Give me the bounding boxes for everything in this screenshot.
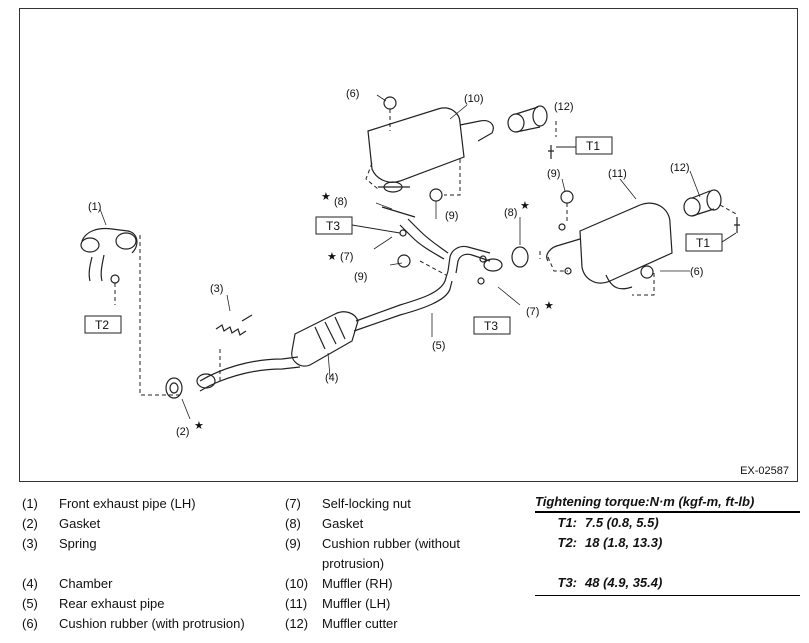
legend-item: (1)Front exhaust pipe (LH) [22,496,196,511]
legend-item: (6)Cushion rubber (with protrusion) [22,616,245,631]
label-p6b: (6) [690,266,703,278]
label-p8a: (8) [334,196,347,208]
legend-item: (12)Muffler cutter [285,616,398,631]
torque-title: Tightening torque:N·m (kgf-m, ft-lb) [535,494,800,513]
torque-box-t2: T2 [84,315,122,334]
label-p5: (5) [432,340,445,352]
legend-item: (5)Rear exhaust pipe [22,596,165,611]
gasket-2 [165,377,183,399]
muffler-lh [579,202,673,284]
label-p3: (3) [210,283,223,295]
legend-item: (4)Chamber [22,576,113,591]
gasket-8b [511,246,529,268]
torque-box-t3a: T3 [315,216,353,235]
cushion-rubber-6a [383,96,397,110]
label-p9c: (9) [547,168,560,180]
muffler-cutter-upper [507,113,525,133]
cushion-rubber-9b [397,254,411,268]
self-locking-nut-a [399,229,407,237]
reference-code: EX-02587 [740,465,789,477]
legend-item: (10)Muffler (RH) [285,576,393,591]
legend-item: (9)Cushion rubber (without protrusion) [285,536,461,571]
label-p1: (1) [88,201,101,213]
svg-text:T1: T1 [696,236,710,250]
rear-exhaust-pipe [447,245,491,272]
legend-item: (2)Gasket [22,516,101,531]
torque-box-t1b: T1 [685,233,723,252]
self-locking-nut-b [477,277,485,285]
center-pipe [199,356,299,382]
svg-text:T3: T3 [484,319,498,333]
label-p4: (4) [325,372,338,384]
label-p9a: (9) [445,210,458,222]
label-p12a: (12) [554,101,574,113]
label-p7b: (7) [526,306,539,318]
cushion-rubber-6b [640,265,654,279]
exhaust-diagram: (1) (2) ★ (3) (4) (5) (6) (6) ★ (7) (7) … [19,8,798,482]
svg-text:T1: T1 [586,139,600,153]
label-p6a: (6) [346,88,359,100]
cushion-rubber-9c [560,190,574,204]
gasket-8a [381,206,416,218]
torque-row: T2:18 (1.8, 13.3) [557,535,663,550]
torque-row: T1:7.5 (0.8, 5.5) [557,515,659,530]
front-exhaust-pipe [80,227,138,284]
legend-column-a: (1)Front exhaust pipe (LH) (2)Gasket (3)… [22,494,272,634]
label-p7a: (7) [340,251,353,263]
label-p10: (10) [464,93,484,105]
label-p9b: (9) [354,271,367,283]
muffler-cutter-lower [683,197,701,217]
star-p2: ★ [194,420,204,432]
torque-divider [535,595,800,596]
legend-item: (7)Self-locking nut [285,496,411,511]
star-p7b: ★ [544,300,554,312]
label-p2: (2) [176,426,189,438]
diagram-drawing: (1) (2) ★ (3) (4) (5) (6) (6) ★ (7) (7) … [80,88,740,438]
legend-item: (3)Spring [22,536,97,551]
svg-text:T2: T2 [95,318,109,332]
star-p7a: ★ [327,251,337,263]
star-p8a: ★ [321,191,331,203]
spring [215,324,247,336]
svg-text:T3: T3 [326,219,340,233]
label-p12b: (12) [670,162,690,174]
legend-item: (11)Muffler (LH) [285,596,391,611]
legend-item: (8)Gasket [285,516,364,531]
star-p8b: ★ [520,200,530,212]
label-p11: (11) [608,168,627,180]
torque-box-t3b: T3 [473,316,511,335]
legend-column-b: (7)Self-locking nut (8)Gasket (9)Cushion… [285,494,525,634]
label-p8b: (8) [504,207,517,219]
torque-table: Tightening torque:N·m (kgf-m, ft-lb) T1:… [535,494,800,596]
chamber [291,311,359,367]
torque-row: T3:48 (4.9, 35.4) [557,575,663,590]
torque-box-t1a: T1 [575,136,613,155]
muffler-rh [367,107,465,183]
cushion-rubber-9a [429,188,443,202]
